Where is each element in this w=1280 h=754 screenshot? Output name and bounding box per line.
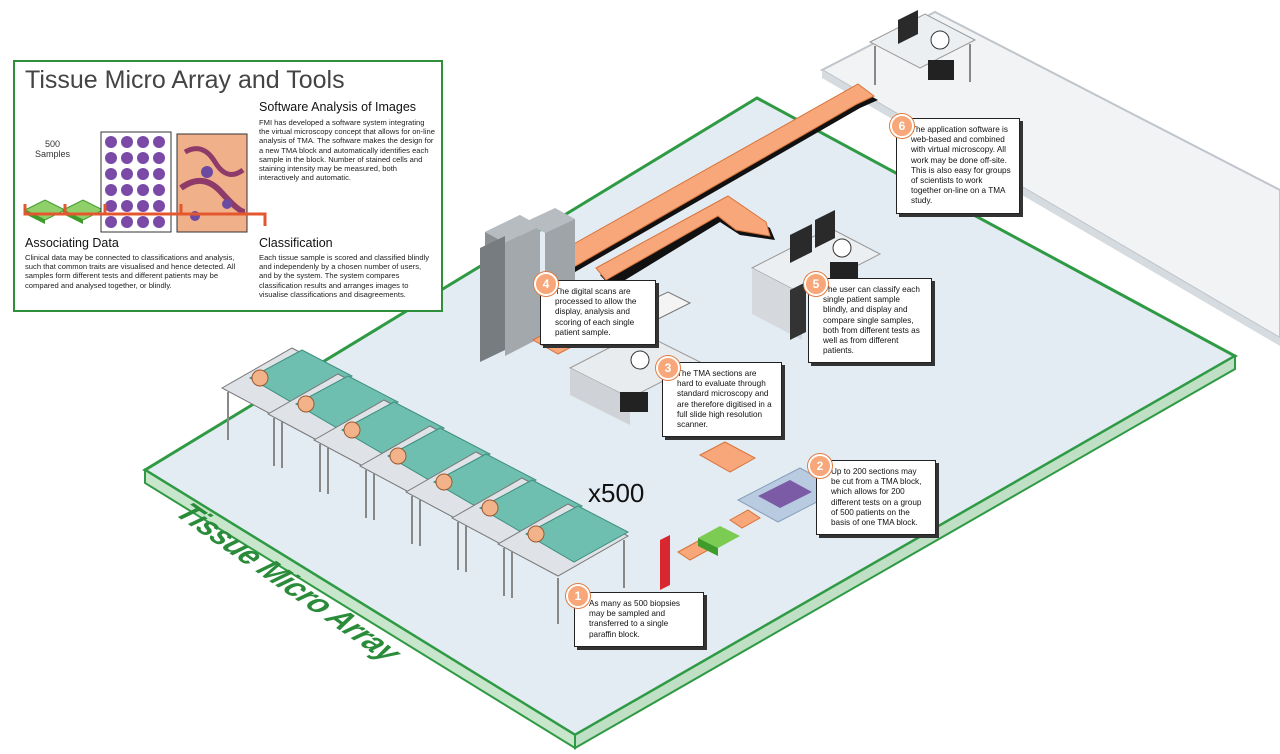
tma-dot	[121, 200, 133, 212]
gurney	[312, 399, 446, 520]
callout-step-3: The TMA sections are hard to evaluate th…	[662, 362, 782, 438]
panel-title: Tissue Micro Array and Tools	[25, 66, 345, 94]
tma-dot	[137, 136, 149, 148]
tma-dot	[121, 216, 133, 228]
callout-text-2: Up to 200 sections may be cut from a TMA…	[831, 467, 922, 528]
tma-dot	[105, 216, 117, 228]
software-heading: Software Analysis of Images	[259, 100, 417, 114]
callout-text-4: The digital scans are processed to allow…	[555, 287, 637, 337]
step-badge-1: 1	[566, 584, 590, 608]
timeline-bracket	[23, 204, 267, 226]
tma-dot-grid	[105, 136, 165, 228]
tma-dot	[153, 136, 165, 148]
tma-dot	[105, 136, 117, 148]
callout-step-6: The application software is web-based an…	[896, 118, 1020, 214]
patient-gurneys	[220, 347, 630, 624]
classification-heading: Classification	[259, 236, 333, 250]
multiplier-label: x500	[588, 478, 645, 508]
tma-dot	[121, 152, 133, 164]
callout-step-2: Up to 200 sections may be cut from a TMA…	[816, 460, 936, 536]
samples-label: 500 Samples	[35, 139, 71, 159]
tma-block-and-slide	[660, 467, 842, 590]
step-badge-5: 5	[804, 272, 828, 296]
step-badge-4: 4	[534, 272, 558, 296]
stained-tissue-image	[179, 146, 246, 221]
data-flow-arrows	[562, 83, 878, 288]
tma-dot	[105, 200, 117, 212]
tma-dot	[121, 184, 133, 196]
callout-step-1: As many as 500 biopsies may be sampled a…	[574, 592, 704, 647]
tma-dot	[105, 184, 117, 196]
gurney	[220, 347, 354, 468]
tma-dot	[137, 152, 149, 164]
callout-step-4: The digital scans are processed to allow…	[540, 280, 656, 346]
tma-dot	[153, 184, 165, 196]
associating-text: Clinical data may be connected to classi…	[25, 253, 236, 290]
callout-text-1: As many as 500 biopsies may be sampled a…	[589, 599, 681, 639]
callout-text-6: The application software is web-based an…	[911, 125, 1011, 206]
callout-text-5: The user can classify each single patien…	[823, 285, 920, 356]
tma-dot	[121, 136, 133, 148]
tma-dot	[137, 184, 149, 196]
callout-step-5: The user can classify each single patien…	[808, 278, 932, 364]
step-badge-6: 6	[890, 114, 914, 138]
tma-dot	[153, 168, 165, 180]
step-badge-3: 3	[656, 356, 680, 380]
info-panel: Tissue Micro Array and Tools 500 Samples…	[13, 60, 443, 312]
tma-dot	[137, 200, 149, 212]
step-badge-2: 2	[808, 454, 832, 478]
tma-dot	[105, 168, 117, 180]
tma-dot	[153, 200, 165, 212]
tma-dot	[137, 168, 149, 180]
gurney	[404, 451, 538, 572]
associating-heading: Associating Data	[25, 236, 119, 250]
remote-desk	[868, 10, 977, 85]
tma-dot	[153, 216, 165, 228]
server-racks	[480, 208, 575, 362]
tma-dot	[137, 216, 149, 228]
classification-text: Each tissue sample is scored and classif…	[259, 253, 430, 299]
tma-dot	[121, 168, 133, 180]
software-text: FMI has developed a software system inte…	[259, 118, 436, 183]
tma-dot	[153, 152, 165, 164]
tma-dot	[105, 152, 117, 164]
callout-text-3: The TMA sections are hard to evaluate th…	[677, 369, 772, 430]
gurney	[496, 503, 630, 624]
